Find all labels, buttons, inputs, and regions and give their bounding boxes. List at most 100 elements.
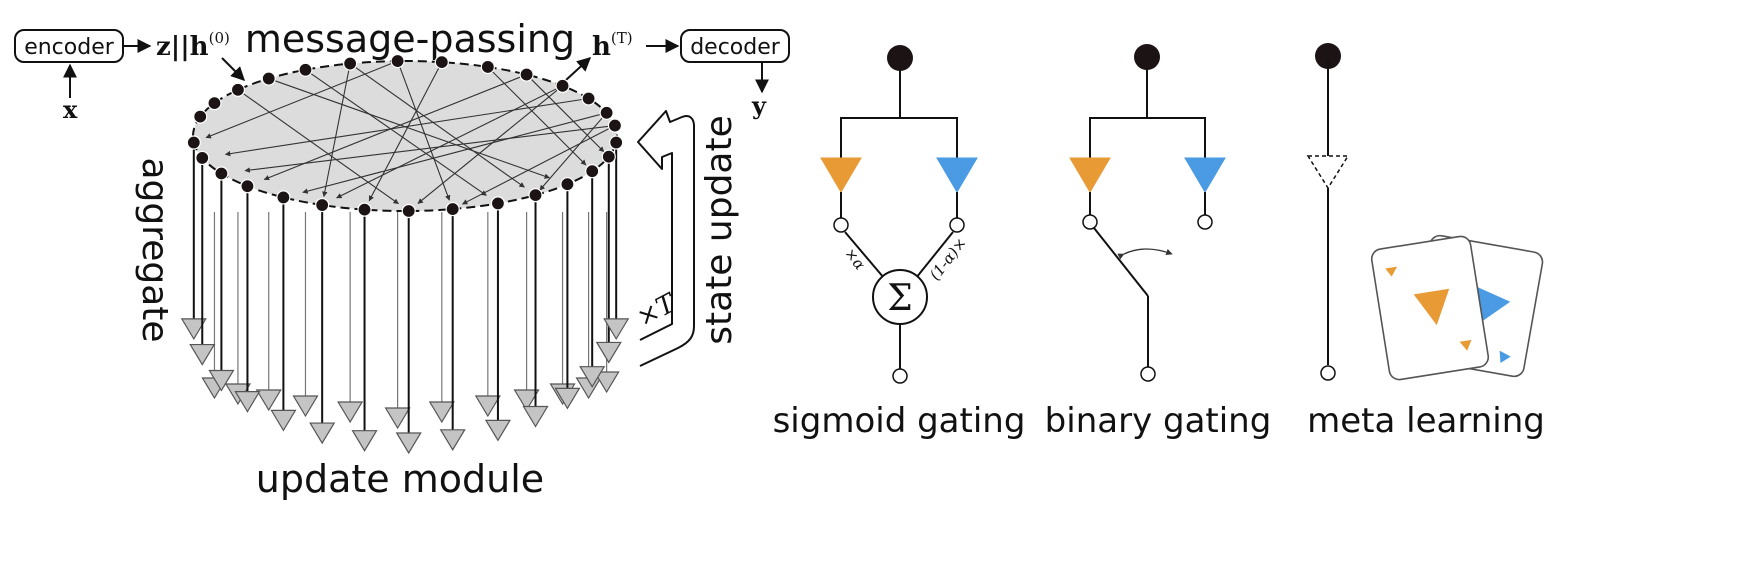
port-node xyxy=(949,217,965,233)
weight-line xyxy=(844,231,885,279)
output-port xyxy=(1320,365,1336,381)
encoder-output-label: z||h(0) xyxy=(156,29,230,62)
update-arrow-icon xyxy=(395,432,422,455)
graph-node xyxy=(343,56,358,71)
meta-learning-label: meta learning xyxy=(1307,401,1545,441)
blue-module-icon xyxy=(1184,157,1226,193)
graph-node xyxy=(240,179,255,194)
output-port xyxy=(1140,366,1156,382)
message-edge xyxy=(205,60,398,139)
update-arrow-icon xyxy=(554,387,581,410)
graph-node xyxy=(390,53,405,69)
graph-node xyxy=(528,188,543,203)
update-stems xyxy=(180,148,630,455)
graph-node xyxy=(298,62,313,77)
update-arrow-icon xyxy=(208,369,235,392)
orange-module-icon xyxy=(1069,157,1111,193)
orange-task-card-icon xyxy=(1370,235,1490,381)
graph-node xyxy=(585,164,600,179)
graph-disc xyxy=(192,60,618,212)
graph-node xyxy=(207,96,222,111)
message-edge xyxy=(368,61,443,202)
graph-node xyxy=(445,201,460,217)
branch-line xyxy=(1089,117,1206,158)
left-weight-label: ×α xyxy=(841,244,869,273)
update-arrow-icon xyxy=(189,343,216,366)
message-edge xyxy=(397,60,451,201)
update-arrow-icon xyxy=(484,419,511,442)
root-node xyxy=(887,45,913,71)
graph-node xyxy=(357,202,372,217)
root-node xyxy=(1134,44,1160,70)
update-arrow-icon xyxy=(513,389,540,412)
update-arrow-icon xyxy=(522,405,549,428)
graph-node xyxy=(607,118,623,133)
message-edge xyxy=(417,85,563,204)
graph-nodes xyxy=(186,53,624,219)
toggle-arrow-icon xyxy=(1117,248,1173,260)
graph-node xyxy=(193,109,208,124)
dashed-module-icon xyxy=(1306,155,1350,190)
message-edge xyxy=(336,85,563,199)
update-arrow-icon xyxy=(180,318,207,341)
update-arrow-icon xyxy=(234,391,261,413)
update-arrow-icon xyxy=(270,409,297,432)
update-arrow-icon xyxy=(384,407,411,430)
update-arrow-icon xyxy=(428,401,455,424)
update-arrow-icon xyxy=(337,401,364,424)
message-edges xyxy=(205,60,616,205)
update-arrow-icon xyxy=(439,429,466,451)
encoder-block: encoder x z||h(0) xyxy=(14,29,245,124)
message-edge xyxy=(237,89,399,205)
update-arrow-icon xyxy=(595,341,622,364)
port-node xyxy=(1197,214,1213,230)
update-arrow-icon xyxy=(593,371,620,394)
port-node xyxy=(1082,214,1098,230)
update-arrow-icon xyxy=(351,430,378,452)
message-edge xyxy=(302,112,607,194)
graph-node xyxy=(480,59,495,75)
graph-node xyxy=(609,135,624,150)
binary-gating-panel: binary gating xyxy=(1045,44,1272,441)
graph-node xyxy=(401,203,416,219)
graph-node xyxy=(581,91,596,106)
update-arrow-icon xyxy=(255,389,282,412)
graph-node xyxy=(599,105,614,120)
decoder-label: decoder xyxy=(690,35,781,60)
state-update-loop-arrow xyxy=(637,110,695,367)
message-edge xyxy=(322,63,351,198)
output-port xyxy=(892,368,908,384)
update-arrow-icon xyxy=(309,422,336,445)
sigmoid-gating-label: sigmoid gating xyxy=(773,401,1026,441)
aggregate-label: aggregate xyxy=(134,157,175,342)
graph-node xyxy=(315,197,330,213)
branch-line xyxy=(840,117,958,158)
update-arrow-icon xyxy=(292,395,319,418)
message-edge xyxy=(349,63,525,188)
graph-node xyxy=(519,67,534,82)
message-edge xyxy=(461,125,616,205)
weight-line xyxy=(915,231,954,279)
decoder-block: h(T) decoder y xyxy=(565,29,790,120)
message-passing-label: message-passing xyxy=(245,17,575,61)
decoder-input-label: h(T) xyxy=(592,29,633,62)
meta-learning-panel: meta learning xyxy=(1306,43,1545,441)
decoder-box xyxy=(680,29,790,63)
blue-module-icon xyxy=(936,157,978,193)
message-edge xyxy=(305,69,487,196)
root-node xyxy=(1315,43,1341,69)
message-edge xyxy=(244,125,616,173)
graph-node xyxy=(276,190,291,205)
sigmoid-gating-panel: ×α (1-α)× Σ sigmoid gating xyxy=(773,45,1026,441)
h0-arrow xyxy=(221,57,245,81)
update-arrow-icon xyxy=(579,366,606,388)
graph-node xyxy=(214,166,229,181)
binary-gating-label: binary gating xyxy=(1045,401,1272,441)
graph-node xyxy=(186,135,201,150)
graph-node xyxy=(490,196,506,211)
port-node xyxy=(833,217,849,233)
state-update-label: state update xyxy=(699,115,740,344)
message-edge xyxy=(224,97,589,157)
input-x-label: x xyxy=(63,95,78,124)
